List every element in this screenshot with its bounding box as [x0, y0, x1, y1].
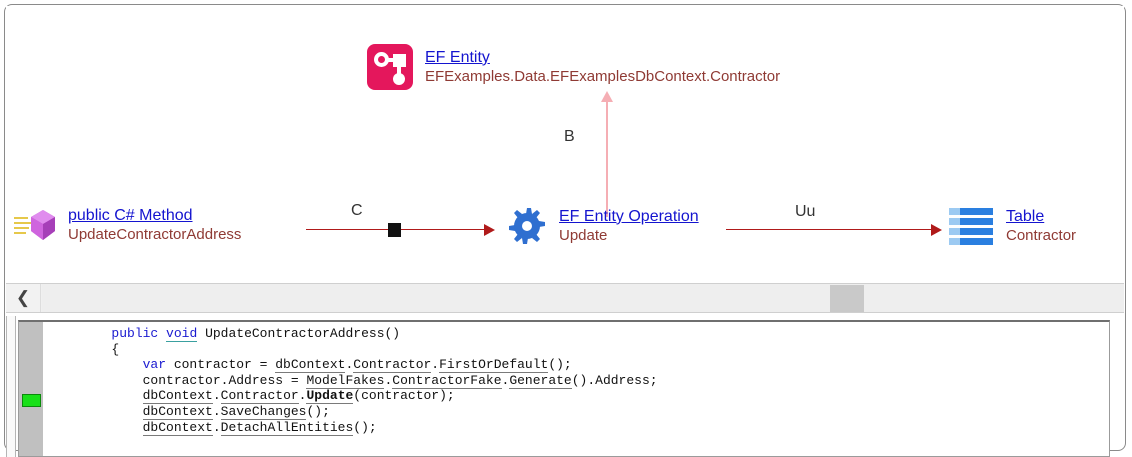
code-token: .	[212, 419, 221, 435]
table-icon-row	[949, 208, 993, 215]
code-token: dbContext	[142, 419, 213, 436]
edge-operation-to-table-arrow	[931, 224, 942, 236]
node-table-title[interactable]: Table	[1006, 207, 1045, 225]
code-token: ModelFakes	[306, 372, 385, 389]
code-token: contractor.Address =	[142, 372, 307, 388]
ef-entity-icon-connector-vertical	[397, 65, 401, 75]
code-token: dbContext	[142, 388, 213, 405]
code-line: public void UpdateContractorAddress()	[49, 326, 1109, 342]
edge-label-c: C	[351, 202, 363, 219]
csharp-method-icon-speedline	[14, 232, 26, 234]
edge-label-uu: Uu	[795, 203, 816, 220]
node-csharp-method[interactable]: public C# Method UpdateContractorAddress	[14, 206, 241, 244]
node-ef-entity-title[interactable]: EF Entity	[425, 48, 490, 66]
code-token: .	[212, 403, 221, 419]
edge-method-to-operation-marker	[388, 223, 401, 237]
gear-icon	[507, 206, 547, 246]
code-token: SaveChanges	[220, 403, 307, 420]
code-token: UpdateContractorAddress()	[197, 326, 401, 341]
code-token: {	[111, 341, 120, 357]
code-token: void	[166, 326, 198, 342]
node-table-text: Table Contractor	[1006, 208, 1076, 245]
ef-entity-icon-dot	[393, 73, 405, 85]
table-icon-row	[949, 238, 993, 245]
code-token: .	[431, 357, 440, 373]
node-table[interactable]: Table Contractor	[949, 206, 1076, 246]
code-panel[interactable]: public void UpdateContractorAddress() { …	[18, 320, 1110, 457]
code-token: .	[298, 388, 307, 404]
ef-entity-icon-connector-horizontal	[387, 58, 395, 62]
csharp-method-icon	[14, 206, 60, 244]
node-ef-entity-operation-subtitle: Update	[559, 227, 608, 245]
code-token: Contractor	[353, 357, 432, 374]
diagram-canvas[interactable]: B EF Entity EFExamples.Data.EFExamplesDb…	[6, 6, 1124, 281]
edge-operation-to-entity-line	[606, 102, 608, 217]
code-token: Update	[306, 388, 354, 405]
code-token: DetachAllEntities	[220, 419, 354, 436]
code-line: var contractor = dbContext.Contractor.Fi…	[49, 357, 1109, 374]
code-token: .	[384, 372, 393, 388]
node-csharp-method-title[interactable]: public C# Method	[68, 206, 193, 224]
table-icon	[949, 206, 993, 246]
code-vertical-scrollbar[interactable]	[6, 316, 16, 457]
table-icon-row	[949, 218, 993, 225]
code-token: public	[111, 326, 159, 341]
horizontal-scrollbar-track[interactable]	[42, 284, 1124, 312]
code-token: (contractor);	[353, 388, 455, 404]
node-ef-entity-operation-text: EF Entity Operation Update	[559, 208, 699, 245]
code-token: Generate	[509, 372, 572, 389]
csharp-method-icon-cube	[31, 210, 55, 240]
code-token: Contractor	[220, 388, 299, 405]
ef-entity-icon	[367, 44, 413, 90]
node-ef-entity[interactable]: EF Entity EFExamples.Data.EFExamplesDbCo…	[367, 44, 780, 90]
node-ef-entity-subtitle: EFExamples.Data.EFExamplesDbContext.Cont…	[425, 68, 781, 86]
horizontal-scrollbar[interactable]: ❮	[6, 283, 1124, 313]
csharp-method-icon-speedline	[14, 222, 31, 224]
ef-entity-icon-square	[393, 54, 406, 67]
edge-operation-to-table-line	[726, 229, 933, 230]
code-body[interactable]: public void UpdateContractorAddress() { …	[49, 326, 1109, 456]
csharp-method-icon-speedline	[14, 217, 28, 219]
code-token: ContractorFake	[392, 372, 502, 389]
code-token: dbContext	[142, 403, 213, 420]
node-ef-entity-operation-title[interactable]: EF Entity Operation	[559, 207, 699, 225]
code-line: contractor.Address = ModelFakes.Contract…	[49, 372, 1109, 389]
edge-operation-to-entity-arrow	[601, 91, 613, 102]
edge-method-to-operation-arrow	[484, 224, 495, 236]
node-ef-entity-text: EF Entity EFExamples.Data.EFExamplesDbCo…	[425, 49, 780, 86]
node-csharp-method-text: public C# Method UpdateContractorAddress	[68, 207, 241, 244]
code-line: dbContext.DetachAllEntities();	[49, 419, 1109, 436]
code-line: {	[49, 342, 1109, 358]
code-token: ();	[353, 419, 377, 435]
node-ef-entity-operation[interactable]: EF Entity Operation Update	[507, 206, 699, 246]
code-token: contractor =	[166, 357, 276, 373]
code-token: .	[212, 388, 221, 404]
code-token	[158, 326, 166, 341]
scroll-left-button[interactable]: ❮	[6, 284, 41, 312]
code-token: .	[345, 357, 354, 373]
table-icon-row	[949, 228, 993, 235]
code-token: ();	[306, 403, 330, 419]
code-line: dbContext.SaveChanges();	[49, 403, 1109, 420]
code-token: .	[501, 372, 510, 388]
edge-label-b: B	[564, 128, 575, 145]
code-change-marker	[22, 394, 41, 407]
code-token: ().Address;	[571, 372, 658, 388]
code-token: var	[142, 357, 167, 373]
csharp-method-icon-speedline	[14, 227, 29, 229]
node-csharp-method-subtitle: UpdateContractorAddress	[68, 226, 242, 244]
horizontal-scrollbar-thumb[interactable]	[830, 285, 864, 312]
code-token: FirstOrDefault	[439, 357, 549, 374]
node-table-subtitle: Contractor	[1006, 227, 1077, 245]
code-line: dbContext.Contractor.Update(contractor);	[49, 388, 1109, 405]
code-token: dbContext	[275, 357, 346, 374]
code-gutter[interactable]	[19, 322, 43, 456]
code-token: ();	[548, 357, 572, 373]
